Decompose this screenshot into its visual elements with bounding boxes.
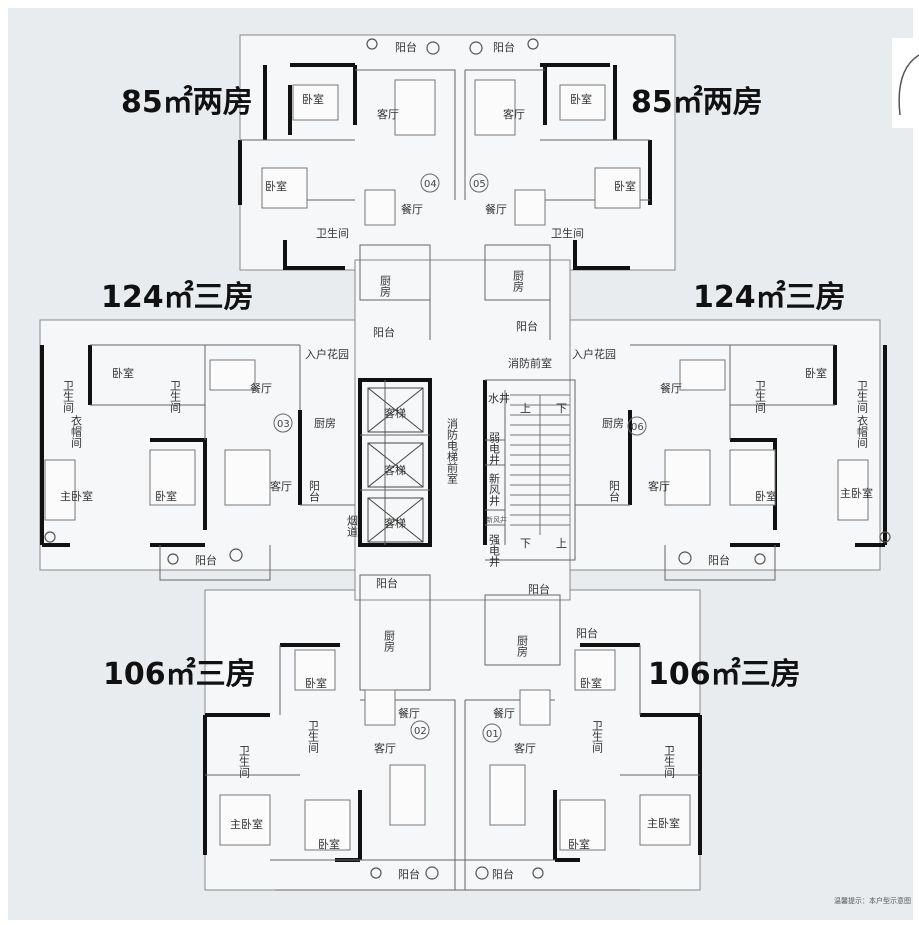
room-kitchen: 厨房 [383, 630, 396, 653]
room-master-bedroom: 主卧室 [230, 817, 263, 831]
room-bathroom: 卫生间 [62, 380, 75, 414]
room-bedroom: 卧室 [614, 179, 636, 193]
room-kitchen: 厨房 [379, 275, 392, 298]
unit-number-markers [273, 173, 647, 743]
room-bedroom: 卧室 [755, 489, 777, 503]
unit-no-04: 04 [424, 179, 437, 190]
room-kitchen: 厨房 [602, 417, 624, 430]
unit-no-05: 05 [473, 179, 486, 190]
room-living: 客厅 [503, 107, 525, 121]
room-living: 客厅 [514, 741, 536, 755]
room-master-bedroom: 主卧室 [647, 816, 680, 830]
unit-no-01: 01 [486, 729, 499, 740]
room-bathroom: 卫生间 [754, 380, 767, 414]
room-balcony: 阳台 [493, 40, 515, 54]
room-dining: 餐厅 [250, 381, 272, 395]
room-balcony: 阳台 [373, 325, 395, 339]
building-footprint [39, 34, 881, 891]
corner-decoration [892, 38, 919, 128]
room-living: 客厅 [270, 479, 292, 493]
label-124-three-room-right: 124㎡三房 [693, 280, 846, 315]
room-living: 客厅 [648, 479, 670, 493]
room-dining: 餐厅 [485, 202, 507, 216]
room-bathroom: 卫生间 [169, 380, 182, 414]
room-master-bedroom: 主卧室 [840, 486, 873, 500]
room-bedroom: 卧室 [570, 92, 592, 106]
footnote: 温馨提示：本户型示意图 [834, 896, 911, 905]
room-fire-elevator-front: 消防电梯前室 [446, 417, 459, 484]
room-balcony: 阳台 [195, 553, 217, 567]
room-dining: 餐厅 [660, 381, 682, 395]
room-bedroom: 卧室 [318, 837, 340, 851]
room-water-well: 水井 [488, 391, 510, 405]
room-balcony: 阳台 [528, 582, 550, 596]
room-bedroom: 卧室 [580, 676, 602, 690]
room-balcony: 阳台 [608, 480, 621, 502]
room-bedroom: 卧室 [805, 366, 827, 380]
fixtures [44, 38, 891, 880]
room-entry-garden: 入户花园 [305, 347, 349, 361]
room-bedroom: 卧室 [155, 489, 177, 503]
label-85-two-room-right: 85㎡两房 [631, 85, 763, 120]
room-kitchen: 厨房 [516, 635, 529, 658]
room-balcony: 阳台 [576, 626, 598, 640]
room-balcony: 阳台 [398, 867, 420, 881]
room-balcony: 阳台 [516, 319, 538, 333]
room-dining: 餐厅 [398, 706, 420, 720]
room-balcony: 阳台 [395, 40, 417, 54]
stair-up: 上 [520, 402, 531, 415]
room-balcony: 阳台 [308, 480, 321, 502]
room-closet: 衣帽间 [856, 414, 869, 449]
room-kitchen: 厨房 [512, 270, 525, 293]
room-bedroom: 卧室 [568, 837, 590, 851]
room-fresh-air-well: 新风井 [488, 472, 501, 507]
room-kitchen: 厨房 [314, 417, 336, 430]
room-bathroom: 卫生间 [316, 226, 349, 240]
room-entry-garden: 入户花园 [572, 347, 616, 361]
room-master-bedroom: 主卧室 [60, 489, 93, 503]
room-bathroom: 卫生间 [663, 745, 676, 779]
room-dining: 餐厅 [401, 202, 423, 216]
room-bathroom: 卫生间 [591, 720, 604, 754]
unit-no-02: 02 [414, 726, 427, 737]
furniture [44, 79, 869, 851]
room-bedroom: 卧室 [112, 366, 134, 380]
room-strong-elec-well: 强电井 [488, 534, 501, 568]
room-weak-elec-well: 弱电井 [488, 432, 501, 466]
room-bathroom: 卫生间 [551, 226, 584, 240]
elevators [367, 387, 424, 543]
room-smoke-duct: 烟道 [346, 514, 359, 537]
room-balcony: 阳台 [376, 576, 398, 590]
room-living: 客厅 [374, 741, 396, 755]
room-elevator: 客梯 [384, 406, 406, 420]
label-106-three-room-left: 106㎡三房 [103, 657, 256, 692]
label-124-three-room-left: 124㎡三房 [101, 280, 254, 315]
room-bathroom: 卫生间 [238, 745, 251, 779]
room-bathroom: 卫生间 [856, 380, 869, 414]
room-elevator: 客梯 [384, 463, 406, 477]
room-elevator: 客梯 [384, 516, 406, 530]
room-balcony: 阳台 [708, 553, 730, 567]
room-bedroom: 卧室 [305, 676, 327, 690]
room-bedroom: 卧室 [265, 179, 287, 193]
partitions [90, 69, 835, 891]
label-85-two-room-left: 85㎡两房 [121, 85, 253, 120]
room-fire-front: 消防前室 [508, 356, 552, 370]
stair-down: 下 [520, 537, 531, 550]
unit-no-06: 06 [631, 422, 644, 433]
room-dining: 餐厅 [493, 706, 515, 720]
room-closet: 衣帽间 [70, 414, 83, 449]
stair-down: 下 [556, 402, 567, 415]
room-bathroom: 卫生间 [307, 720, 320, 754]
stair [510, 394, 570, 535]
stair-up: 上 [556, 537, 567, 550]
room-bedroom: 卧室 [302, 92, 324, 106]
room-fresh-air-well-small: 新风井 [486, 515, 507, 524]
unit-no-03: 03 [277, 419, 290, 430]
room-living: 客厅 [377, 107, 399, 121]
label-106-three-room-right: 106㎡三房 [648, 657, 801, 692]
room-balcony: 阳台 [492, 867, 514, 881]
